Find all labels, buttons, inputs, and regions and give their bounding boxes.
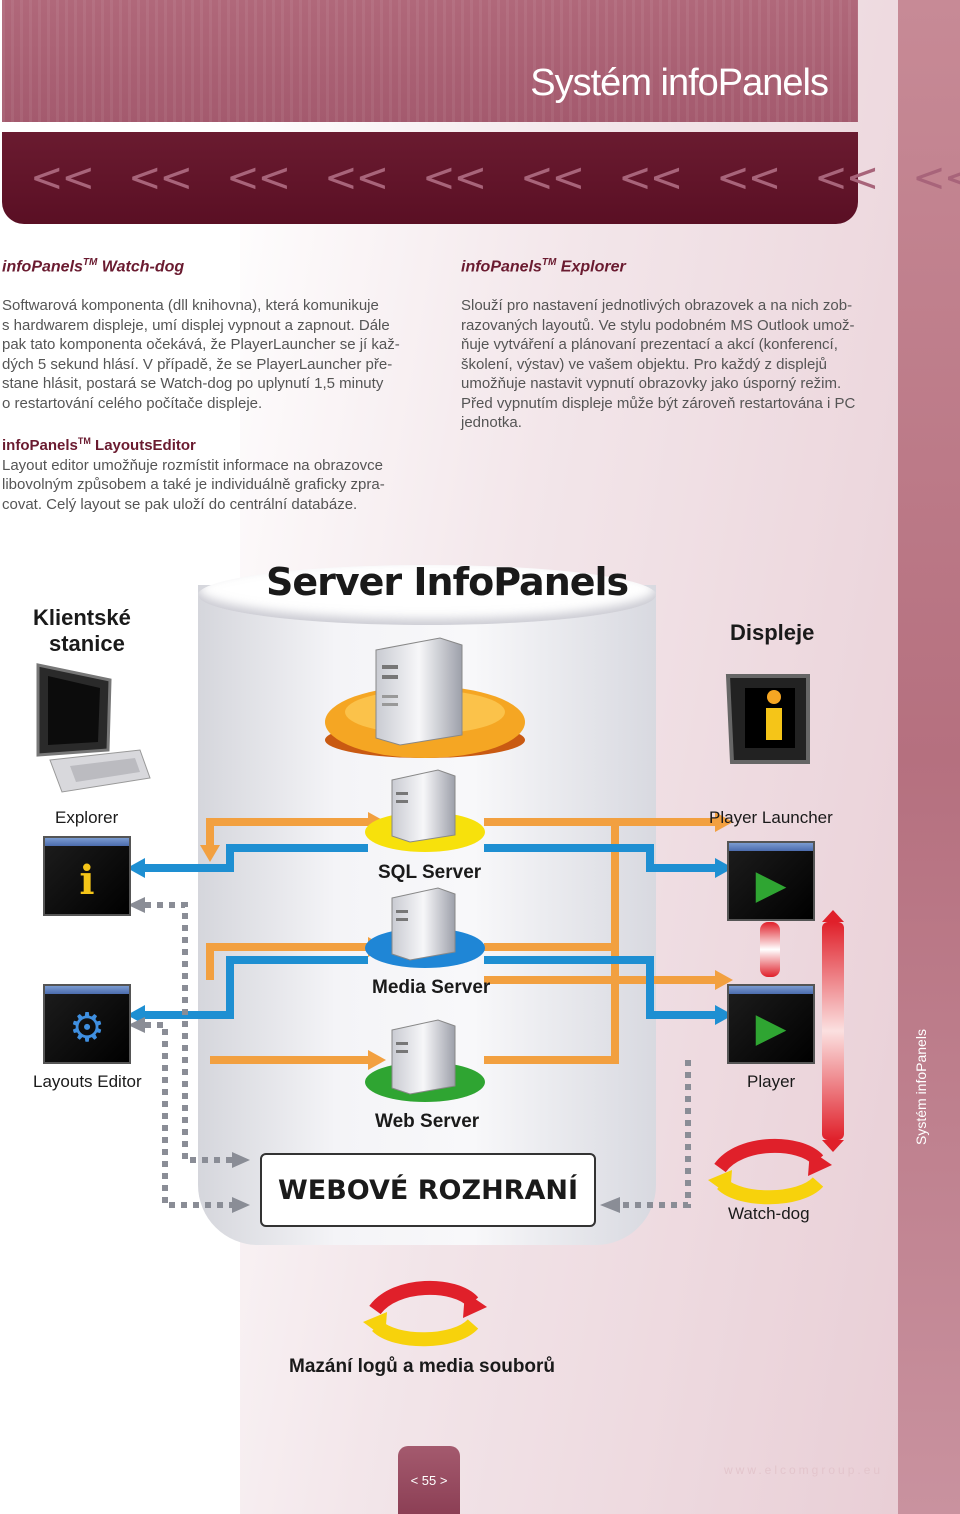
explorer-window-icon: i: [43, 836, 131, 916]
gear-icon: ⚙: [69, 1005, 105, 1051]
player-launcher-label: Player Launcher: [709, 808, 833, 827]
watchdog-cycle-icon: [708, 1138, 832, 1205]
explorer-label: Explorer: [55, 808, 119, 827]
server-cylinder-top: [198, 565, 656, 625]
display-info-icon: [725, 674, 810, 764]
text-line: s hardwarem displeje, umí displej vypnou…: [2, 316, 390, 334]
chevron-icon: <<: [618, 155, 683, 201]
play-icon: ▶: [755, 1005, 787, 1051]
chevron-icon: <<: [520, 155, 585, 201]
text-line: libovolným způsobem a také je individuál…: [2, 476, 385, 493]
red-watchdog-bar: [822, 922, 844, 1140]
client-computer-icon: [36, 663, 151, 793]
text-line: dých 5 sekund hlásí. V případě, že se Pl…: [2, 355, 393, 373]
text-line: razovaných layoutů. Ve stylu podobném MS…: [461, 316, 855, 334]
player-window-icon: ▶: [727, 984, 815, 1064]
window-titlebar: [45, 986, 129, 994]
text-line: Před vypnutím displeje může být zároveň …: [461, 394, 856, 412]
play-icon: ▶: [755, 862, 787, 908]
server-title: Server InfoPanels: [266, 560, 629, 604]
layouts-editor-window-icon: ⚙: [43, 984, 131, 1064]
text-line: pak tato komponenta očekává, že PlayerLa…: [2, 336, 400, 353]
watchdog-paragraph: Softwarová komponenta (dll knihovna), kt…: [2, 296, 402, 413]
trademark-mark: TM: [82, 257, 98, 268]
heading-suffix: Watch-dog: [97, 258, 185, 276]
chevron-icon: <<: [324, 155, 389, 201]
watchdog-heading: infoPanelsTM Watch-dog: [2, 257, 184, 276]
text-line: stane hlásit, postará se Watch-dog po up…: [2, 375, 384, 392]
web-interface-box: WEBOVÉ ROZHRANÍ: [260, 1153, 596, 1227]
cleanup-cycle-icon: [363, 1280, 487, 1347]
heading-suffix: Explorer: [556, 258, 626, 276]
text-line: jednotka.: [461, 414, 522, 431]
chevron-icon: <<: [912, 155, 960, 201]
displays-label: Displeje: [730, 620, 815, 645]
window-titlebar: [45, 838, 129, 846]
watchdog-label: Watch-dog: [728, 1204, 810, 1223]
layouts-editor-label: Layouts Editor: [33, 1072, 142, 1091]
sql-server-icon: [365, 769, 485, 852]
chevron-icon: <<: [716, 155, 781, 201]
sql-server-label: SQL Server: [378, 862, 482, 883]
text-line: umožňuje nastavit vypnutí obrazovky jako…: [461, 375, 842, 392]
website-url[interactable]: www.elcomgroup.eu: [724, 1463, 884, 1477]
web-server-label: Web Server: [375, 1111, 480, 1132]
text-line: o restartování celého počítače displeje.: [2, 394, 263, 412]
client-stations-label: Klientské stanice: [33, 605, 131, 657]
right-margin-strip: [898, 0, 960, 1514]
label-line: stanice: [49, 631, 125, 656]
explorer-paragraph: Slouží pro nastavení jednotlivých obrazo…: [461, 296, 861, 433]
layouts-heading: infoPanelsTM LayoutsEditor: [2, 432, 402, 456]
chevron-row: << << << << << << << << << <<: [30, 155, 960, 201]
red-link-bar: [760, 922, 780, 977]
cleanup-label: Mazání logů a media souborů: [289, 1356, 556, 1377]
orange-arrows: [206, 818, 715, 1064]
chevron-banner: [2, 132, 858, 224]
chevron-icon: <<: [128, 155, 193, 201]
info-icon: i: [79, 856, 95, 904]
heading-brand: infoPanels: [2, 258, 83, 276]
text-line: ňuje vytváření a plánovaní prezentací a …: [461, 336, 838, 353]
gray-arrowheads: [128, 897, 620, 1213]
player-label: Player: [747, 1072, 796, 1091]
chevron-icon: <<: [422, 155, 487, 201]
header-banner: Systém infoPanels: [2, 0, 858, 122]
window-titlebar: [729, 843, 813, 851]
text-line: Layout editor umožňuje rozmístit informa…: [2, 456, 384, 474]
text-line: školení, výstav) ve vašem objektu. Pro k…: [461, 355, 827, 373]
label-line: Klientské: [33, 605, 131, 630]
text-line: covat. Celý layout se pak uloží do centr…: [2, 495, 358, 513]
layouts-paragraph: infoPanelsTM LayoutsEditor Layout editor…: [2, 432, 402, 514]
text-line: Slouží pro nastavení jednotlivých obrazo…: [461, 297, 853, 314]
player-launcher-window-icon: ▶: [727, 841, 815, 921]
trademark-mark: TM: [77, 436, 91, 446]
heading-brand: infoPanels: [2, 437, 78, 454]
chevron-icon: <<: [226, 155, 291, 201]
page-title: Systém infoPanels: [530, 62, 829, 104]
heading-brand: infoPanels: [461, 258, 542, 276]
web-server-icon: [365, 1019, 485, 1102]
chevron-icon: <<: [30, 155, 95, 201]
media-server-label: Media Server: [372, 977, 491, 998]
window-titlebar: [729, 986, 813, 994]
media-server-icon: [365, 887, 485, 968]
text-line: Softwarová komponenta (dll knihovna), kt…: [2, 297, 379, 314]
explorer-heading: infoPanelsTM Explorer: [461, 257, 626, 276]
chevron-icon: <<: [814, 155, 879, 201]
heading-suffix: LayoutsEditor: [90, 437, 196, 454]
trademark-mark: TM: [541, 257, 557, 268]
page-number: < 55 >: [398, 1446, 460, 1514]
main-server-icon: [325, 637, 525, 758]
gray-dotted-arrows: [145, 902, 691, 1208]
